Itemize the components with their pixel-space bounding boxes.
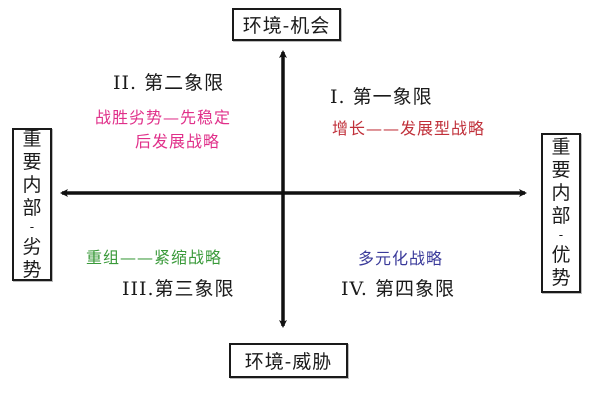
- strength-char: -: [558, 228, 564, 243]
- axis-label-opportunity-text: 环境-机会: [242, 15, 331, 37]
- quadrant-1-title: I. 第一象限: [330, 86, 433, 108]
- weakness-char: 要: [22, 150, 42, 173]
- quadrant-3-strategy: 重组——紧缩战略: [86, 248, 223, 267]
- weakness-char: 部: [22, 196, 42, 219]
- strength-char: 部: [551, 205, 571, 227]
- strength-char: 要: [551, 159, 571, 181]
- quadrant-4-strategy: 多元化战略: [358, 249, 444, 268]
- weakness-char: 劣: [22, 235, 42, 258]
- axis-label-weakness: 重 要 内 部 - 劣 势: [12, 128, 52, 281]
- strength-char: 势: [551, 267, 571, 289]
- axis-label-opportunity: 环境-机会: [232, 8, 341, 41]
- weakness-char: 重: [22, 127, 42, 150]
- weakness-char: 内: [22, 173, 42, 196]
- weakness-char: 势: [22, 258, 42, 281]
- quadrant-2-strategy-line1: 战胜劣势—先稳定: [95, 108, 232, 127]
- axis-label-strength: 重 要 内 部 - 优 势: [541, 133, 581, 293]
- strength-char: 内: [551, 182, 571, 204]
- strength-char: 优: [551, 244, 571, 266]
- strength-char: 重: [551, 136, 571, 158]
- weakness-char: -: [29, 219, 35, 235]
- quadrant-2-title: II. 第二象限: [113, 72, 225, 94]
- quadrant-4-title: IV. 第四象限: [341, 278, 455, 300]
- quadrant-2-strategy-line2: 后发展战略: [135, 132, 221, 151]
- axis-label-threat: 环境-威胁: [229, 343, 348, 378]
- axis-label-threat-text: 环境-威胁: [244, 351, 333, 373]
- quadrant-1-strategy: 增长——发展型战略: [332, 119, 486, 138]
- quadrant-3-title: III.第三象限: [122, 278, 235, 300]
